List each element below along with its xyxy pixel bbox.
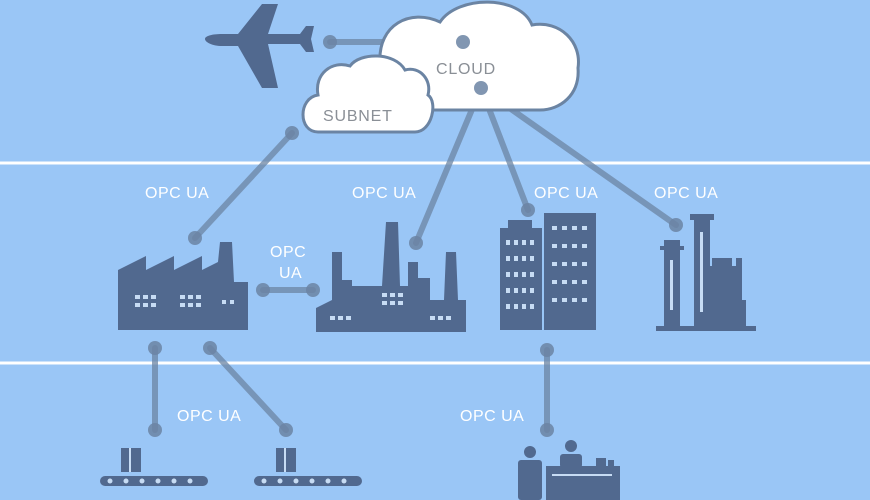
factory-icon	[118, 242, 248, 330]
power-plant-icon	[316, 222, 466, 332]
opc-ua-label-refinery: OPC UA	[654, 185, 718, 202]
link-factory-conveyor-right	[207, 345, 289, 433]
opc-ua-label-factory: OPC UA	[145, 185, 209, 202]
opc-ua-label-workers: OPC UA	[460, 408, 524, 425]
opc-label-factory-plant-line2: UA	[279, 265, 302, 282]
conveyor-icon	[254, 448, 362, 486]
workers-desk-icon	[518, 440, 620, 500]
airplane-icon	[205, 4, 314, 88]
subnet-cloud-shape	[301, 54, 435, 134]
cloud-label: CLOUD	[436, 61, 496, 78]
opc-ua-label-plant: OPC UA	[352, 185, 416, 202]
opc-ua-label-buildings: OPC UA	[534, 185, 598, 202]
link-subnet-factory	[192, 130, 295, 241]
connector-dots	[148, 35, 683, 437]
office-buildings-icon	[500, 213, 596, 330]
subnet-label: SUBNET	[323, 108, 393, 125]
refinery-icon	[656, 214, 756, 331]
opc-ua-label-conveyors: OPC UA	[177, 408, 241, 425]
opc-label-factory-plant-line1: OPC	[270, 244, 306, 261]
link-cloud-plant	[413, 85, 484, 246]
conveyor-icon	[100, 448, 208, 486]
